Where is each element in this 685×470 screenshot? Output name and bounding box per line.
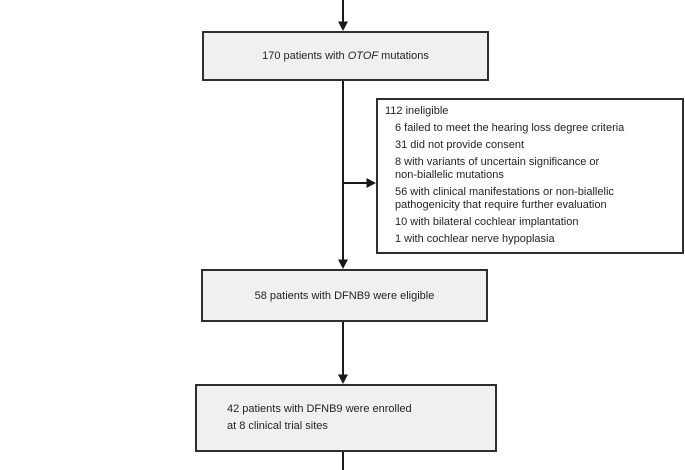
ineligible-item-further-evaluation: 56 with clinical manifestations or non-b… [395, 186, 614, 211]
arrow-branch-ineligible-head [366, 178, 376, 188]
ineligible-item-hearing-criteria: 6 failed to meet the hearing loss degree… [395, 122, 625, 134]
gene-name-otof: OTOF [347, 50, 379, 62]
enrolled-box-line2: at 8 clinical trial sites [227, 420, 328, 432]
otof-box-text-prefix: 170 patients with [262, 50, 348, 62]
otof-box-text: 170 patients with OTOF mutations [262, 50, 429, 62]
eligible-box-text: 58 patients with DFNB9 were eligible [254, 289, 435, 302]
enrolled-box-line1: 42 patients with DFNB9 were enrolled [227, 403, 412, 415]
ineligible-item-no-consent: 31 did not provide consent [395, 139, 525, 151]
arrow-eligible-to-enrolled-head [338, 374, 348, 384]
flow-box-otof-mutations: 170 patients with OTOF mutations [202, 31, 489, 81]
flow-box-ineligible: 112 ineligible 6 failed to meet the hear… [376, 98, 684, 254]
ineligible-title: 112 ineligible [385, 105, 449, 117]
otof-box-text-suffix: mutations [378, 50, 429, 62]
ineligible-item-nerve-hypoplasia: 1 with cochlear nerve hypoplasia [395, 233, 555, 245]
arrow-into-otof-head [338, 21, 348, 31]
ineligible-item-uncertain-variants: 8 with variants of uncertain significanc… [395, 156, 600, 181]
ineligible-list: 6 failed to meet the hearing loss degree… [395, 122, 676, 246]
arrow-otof-to-eligible-head [338, 259, 348, 269]
flow-box-eligible: 58 patients with DFNB9 were eligible [201, 269, 488, 322]
ineligible-item-bilateral-implantation: 10 with bilateral cochlear implantation [395, 216, 579, 228]
flow-box-enrolled: 42 patients with DFNB9 were enrolled at … [195, 384, 497, 452]
